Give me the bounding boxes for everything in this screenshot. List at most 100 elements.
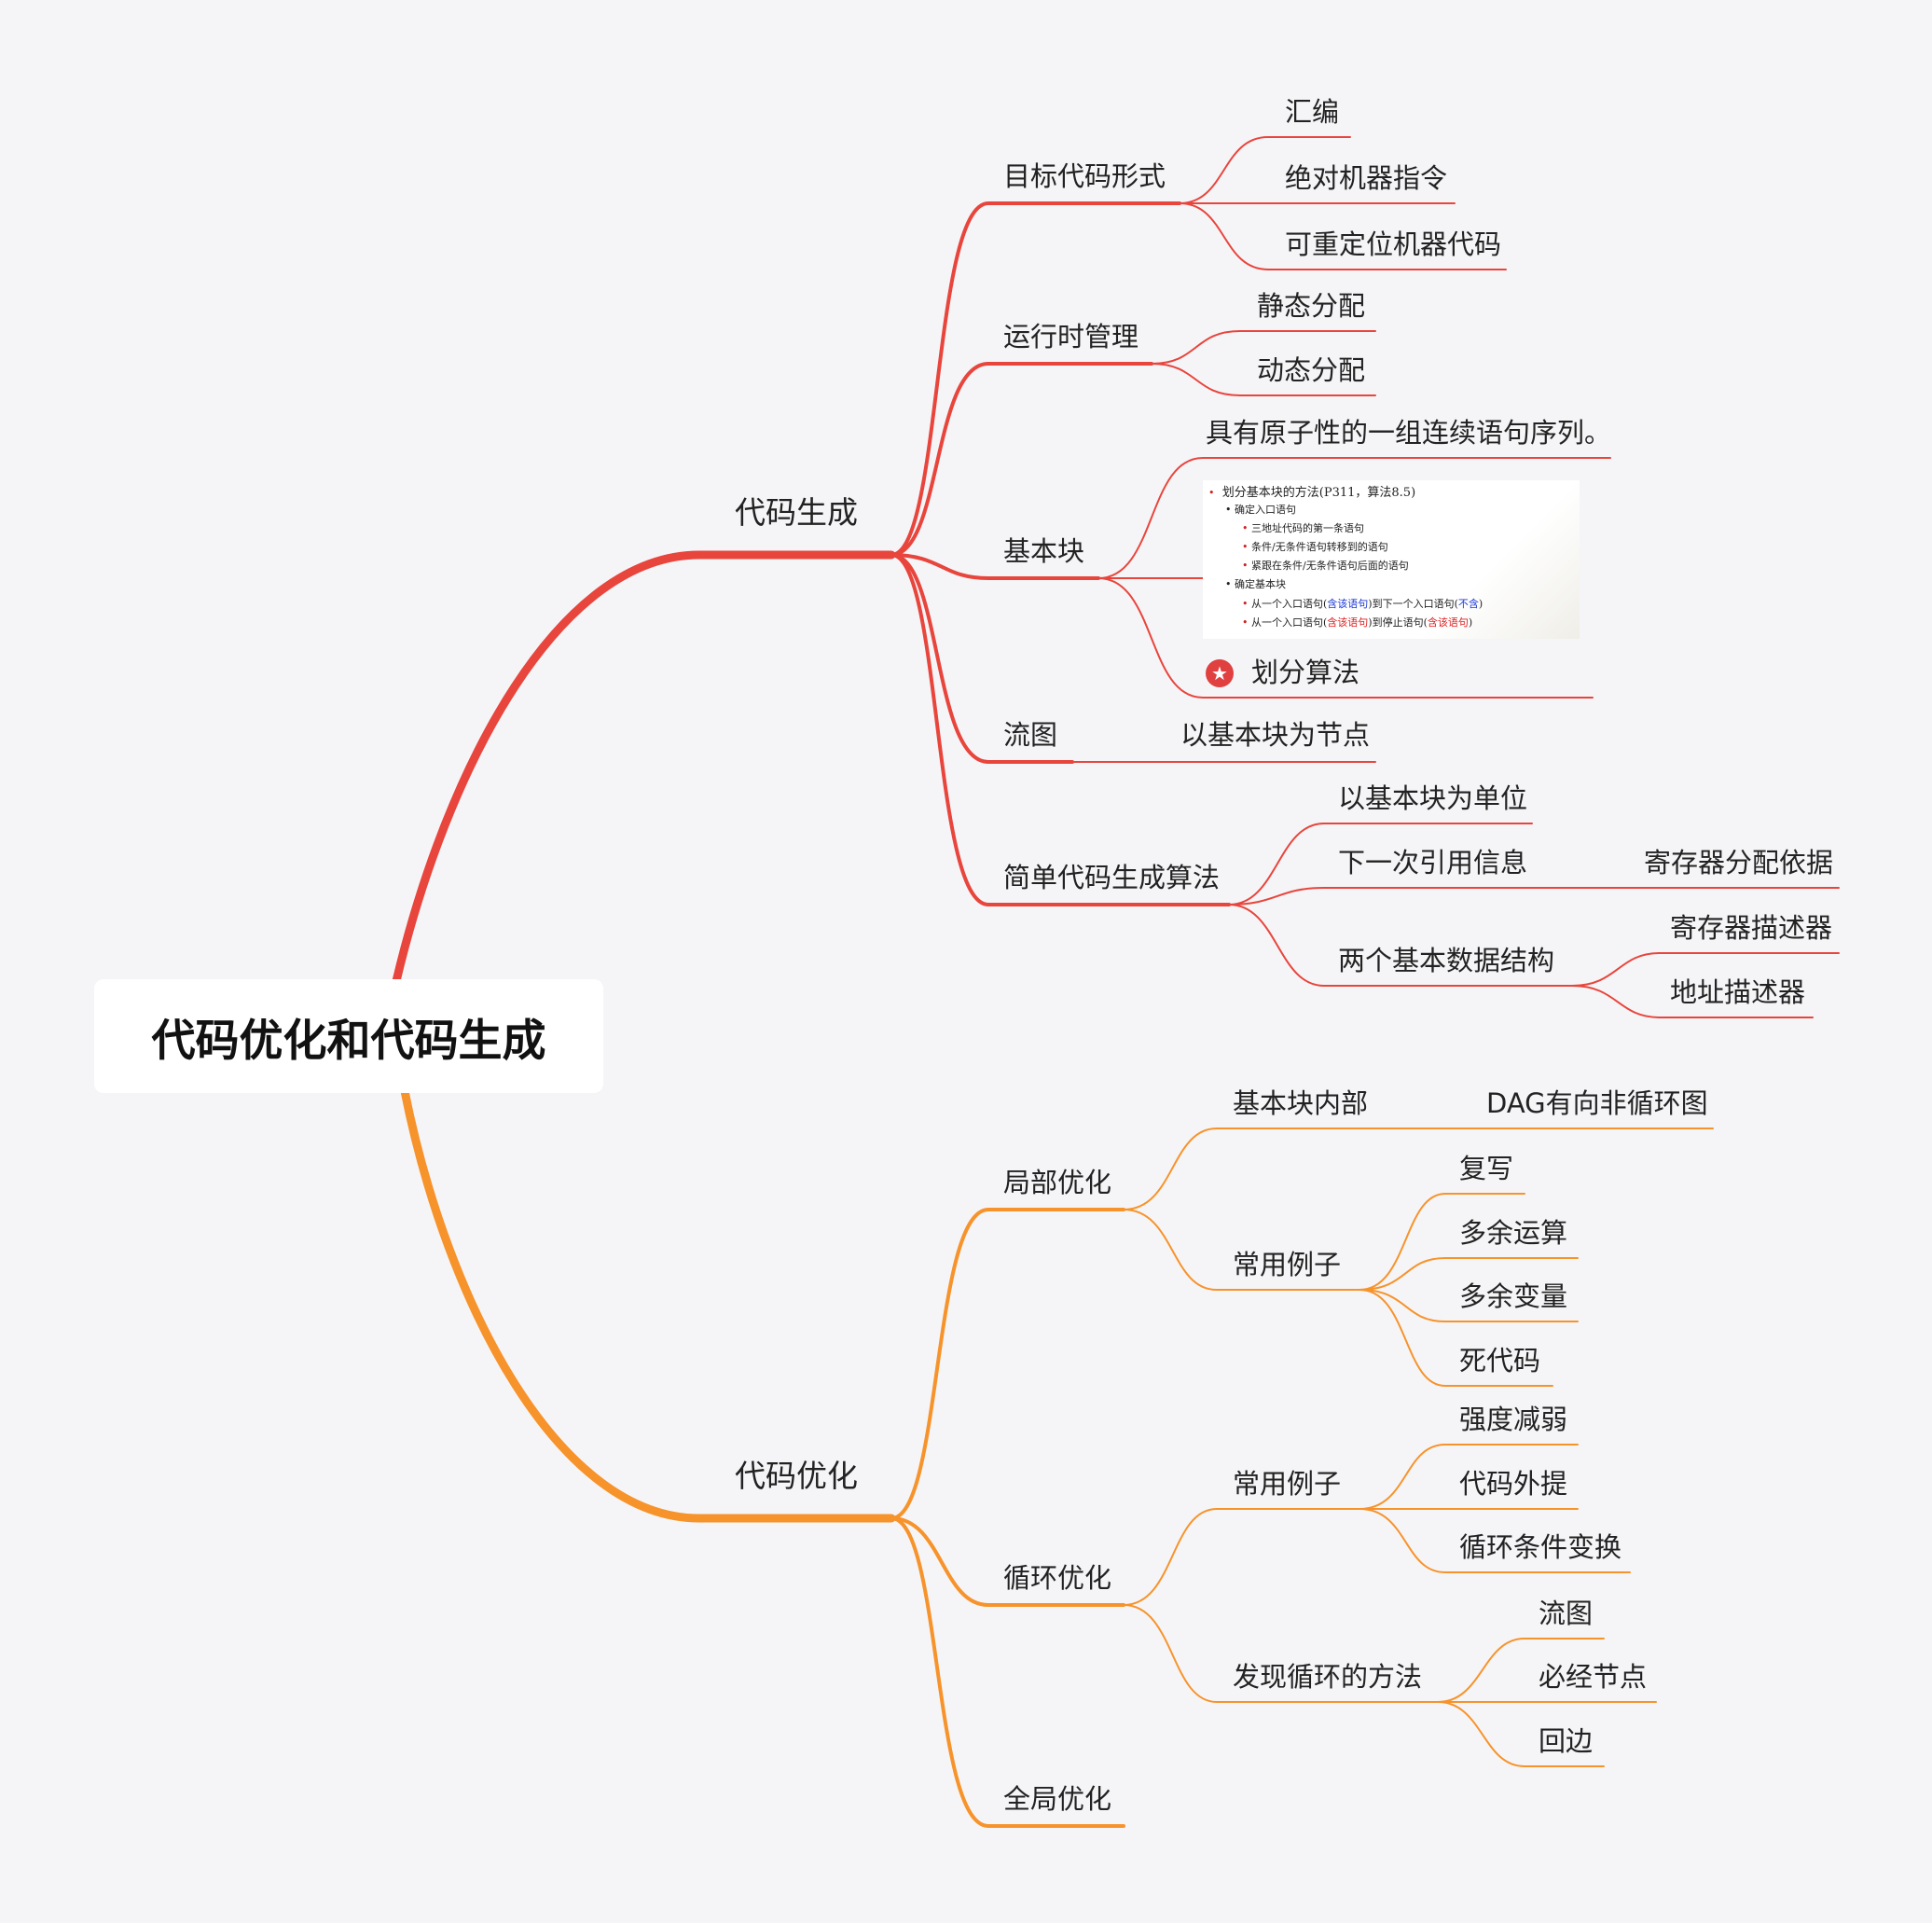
topic-target-code-form[interactable]: 目标代码形式: [1003, 160, 1166, 192]
slide-line-1: • 划分基本块的方法(P311，算法8.5): [1208, 486, 1416, 500]
edge-loop-examples: [1123, 1508, 1360, 1606]
edge-loop-find: [1123, 1604, 1439, 1703]
slide-text-8e: ): [1468, 616, 1473, 629]
edge-block-def: [1097, 457, 1611, 579]
topic-static-allocation[interactable]: 静态分配: [1257, 290, 1366, 322]
topic-register-allocation-basis[interactable]: 寄存器分配依据: [1644, 847, 1834, 878]
edge-runtime-2: [1151, 363, 1376, 396]
slide-line-5: • 紧跟在条件/无条件语句后面的语句: [1242, 560, 1409, 572]
topic-code-optimization[interactable]: 代码优化: [735, 1458, 858, 1494]
topic-simple-code-gen[interactable]: 简单代码生成算法: [1003, 862, 1221, 893]
slide-text-7c: )到下一个入口语句(: [1368, 598, 1458, 610]
topic-basic-block-definition[interactable]: 具有原子性的一组连续语句序列。: [1206, 417, 1612, 449]
edge-opt-loop: [890, 1516, 1125, 1607]
topic-partition-algorithm[interactable]: 划分算法: [1251, 657, 1360, 688]
topic-relocatable-machine-code[interactable]: 可重定位机器代码: [1285, 228, 1502, 260]
slide-text-7b: 含该语句: [1327, 598, 1369, 610]
edge-root-opt: [400, 1086, 896, 1523]
edge-find-3: [1437, 1701, 1605, 1767]
topic-local-optimization[interactable]: 局部优化: [1003, 1167, 1112, 1198]
root-topic[interactable]: 代码优化和代码生成: [94, 979, 603, 1093]
slide-text-8c: )到停止语句(: [1368, 616, 1428, 629]
edge-opt-global: [890, 1516, 1125, 1828]
topic-redundant-variable[interactable]: 多余变量: [1459, 1280, 1568, 1312]
star-icon: ★: [1206, 659, 1234, 687]
slide-text-2: 确定入口语句: [1235, 504, 1296, 516]
edge-local-examples: [1123, 1209, 1360, 1291]
slide-text-4: 条件/无条件语句转移到的语句: [1251, 541, 1388, 553]
slide-text-6: 确定基本块: [1235, 578, 1286, 590]
edge-lex-3: [1359, 1289, 1579, 1322]
slide-line-4: • 条件/无条件语句转移到的语句: [1242, 541, 1388, 553]
edge-root-gen: [392, 550, 896, 986]
slide-text-7d: 不含: [1457, 598, 1479, 610]
topic-back-edge[interactable]: 回边: [1539, 1725, 1594, 1757]
edge-struct-1: [1571, 952, 1840, 987]
topic-dynamic-allocation[interactable]: 动态分配: [1257, 354, 1366, 386]
topic-runtime-management[interactable]: 运行时管理: [1003, 321, 1139, 353]
edge-lex-4: [1359, 1289, 1553, 1387]
topic-code-motion[interactable]: 代码外提: [1459, 1468, 1568, 1500]
slide-line-2: • 确定入口语句: [1225, 504, 1296, 516]
topic-dead-code[interactable]: 死代码: [1459, 1345, 1541, 1377]
topic-flow-graph[interactable]: 流图: [1003, 719, 1058, 751]
topic-strength-reduction[interactable]: 强度减弱: [1459, 1404, 1568, 1435]
slide-text-8d: 含该语句: [1427, 616, 1469, 629]
topic-assembly[interactable]: 汇编: [1285, 96, 1340, 128]
topic-two-data-structures[interactable]: 两个基本数据结构: [1338, 945, 1555, 976]
edge-simple-3: [1228, 904, 1573, 987]
basic-block-slide-image: • 划分基本块的方法(P311，算法8.5) • 确定入口语句 • 三地址代码的…: [1203, 480, 1580, 639]
slide-text-7a: 从一个入口语句(: [1251, 598, 1328, 610]
topic-copy[interactable]: 复写: [1459, 1153, 1514, 1184]
slide-text-1: 划分基本块的方法(P311，算法8.5): [1221, 486, 1416, 500]
edge-opt-local: [890, 1208, 1125, 1520]
topic-code-generation[interactable]: 代码生成: [735, 494, 858, 531]
slide-text-7e: ): [1478, 598, 1484, 610]
edge-struct-2: [1571, 985, 1814, 1018]
edge-target-1: [1179, 136, 1351, 204]
topic-redundant-operation[interactable]: 多余运算: [1459, 1217, 1568, 1249]
slide-line-3: • 三地址代码的第一条语句: [1242, 522, 1364, 534]
topic-loop-common-examples[interactable]: 常用例子: [1233, 1468, 1342, 1500]
slide-text-8b: 含该语句: [1327, 616, 1369, 629]
topic-address-descriptor[interactable]: 地址描述器: [1670, 976, 1806, 1008]
edge-pex-1: [1359, 1444, 1579, 1510]
topic-inside-basic-block[interactable]: 基本块内部: [1233, 1087, 1369, 1119]
topic-absolute-machine-code[interactable]: 绝对机器指令: [1285, 162, 1448, 194]
topic-dag[interactable]: DAG有向非循环图: [1486, 1087, 1708, 1119]
topic-register-descriptor[interactable]: 寄存器描述器: [1670, 912, 1833, 944]
topic-find-loop-method[interactable]: 发现循环的方法: [1233, 1661, 1423, 1693]
topic-find-flow-graph[interactable]: 流图: [1539, 1598, 1594, 1629]
topic-basic-block-unit[interactable]: 以基本块为单位: [1338, 782, 1528, 814]
slide-line-7: • 从一个入口语句(含该语句)到下一个入口语句(不含): [1242, 598, 1484, 610]
topic-loop-optimization[interactable]: 循环优化: [1003, 1562, 1112, 1594]
edge-find-1: [1437, 1638, 1605, 1703]
edge-block-alg: [1097, 577, 1594, 699]
slide-text-8a: 从一个入口语句(: [1251, 616, 1328, 629]
edge-gen-flow: [890, 553, 1074, 764]
slide-line-6: • 确定基本块: [1225, 578, 1286, 590]
edge-runtime-1: [1151, 330, 1376, 365]
topic-basic-block[interactable]: 基本块: [1003, 535, 1085, 567]
topic-next-use-info[interactable]: 下一次引用信息: [1338, 847, 1528, 878]
edge-simple-2: [1228, 887, 1555, 906]
edge-gen-simple: [890, 553, 1231, 906]
edge-pex-3: [1359, 1508, 1631, 1573]
edge-gen-block: [890, 553, 1100, 580]
edge-simple-1: [1228, 823, 1533, 906]
topic-basic-block-as-node[interactable]: 以基本块为节点: [1180, 719, 1371, 751]
topic-global-optimization[interactable]: 全局优化: [1003, 1783, 1112, 1815]
topic-dominator-node[interactable]: 必经节点: [1539, 1661, 1648, 1693]
edge-lex-2: [1359, 1257, 1579, 1291]
slide-text-3: 三地址代码的第一条语句: [1251, 522, 1364, 534]
slide-text-5: 紧跟在条件/无条件语句后面的语句: [1251, 560, 1409, 572]
edge-gen-target: [890, 201, 1181, 557]
edge-lex-1: [1359, 1193, 1525, 1291]
edge-target-3: [1179, 202, 1507, 270]
topic-loop-condition-transform[interactable]: 循环条件变换: [1459, 1531, 1622, 1563]
edge-gen-runtime: [890, 362, 1153, 557]
topic-local-common-examples[interactable]: 常用例子: [1233, 1249, 1342, 1280]
edge-local-inner: [1123, 1128, 1714, 1211]
slide-line-8: • 从一个入口语句(含该语句)到停止语句(含该语句): [1242, 616, 1473, 629]
